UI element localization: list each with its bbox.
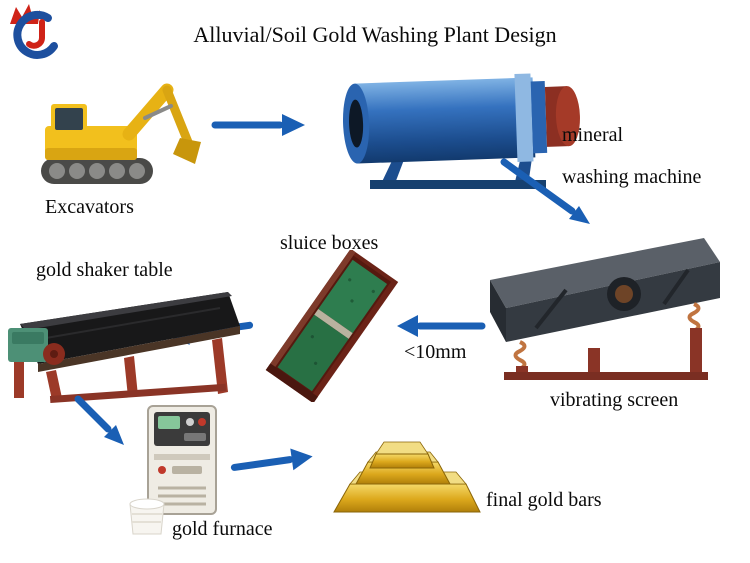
washer-label-line2: washing machine [562,166,702,188]
bars-label: final gold bars [486,489,602,511]
flow-arrow-washer-to-screen [500,158,590,224]
furnace-label: gold furnace [172,518,273,540]
company-logo-icon [10,4,58,59]
flow-arrow-shaker-to-furnace [74,395,124,445]
gold-bars-illustration [333,441,481,513]
screen-label: vibrating screen [550,389,679,411]
washer-label: mineral washing machine [562,114,701,198]
flow-arrow-excavator-to-washer [211,114,305,136]
sluice-boxes-illustration [265,250,399,402]
gold-furnace-illustration [129,405,217,535]
sluice-label: sluice boxes [280,232,379,254]
gold-shaker-table-illustration [8,292,240,403]
particle-size-annotation: <10mm [404,341,467,363]
shaker-label: gold shaker table [36,259,173,281]
excavator-illustration [41,83,201,184]
flow-arrow-screen-to-sluice [397,315,486,337]
page-title: Alluvial/Soil Gold Washing Plant Design [193,22,557,47]
excavator-label: Excavators [45,196,134,218]
mineral-washing-machine-illustration [342,73,580,189]
flow-arrow-furnace-to-bars [230,448,313,471]
vibrating-screen-illustration [490,238,720,380]
washer-label-line1: mineral [562,124,624,146]
